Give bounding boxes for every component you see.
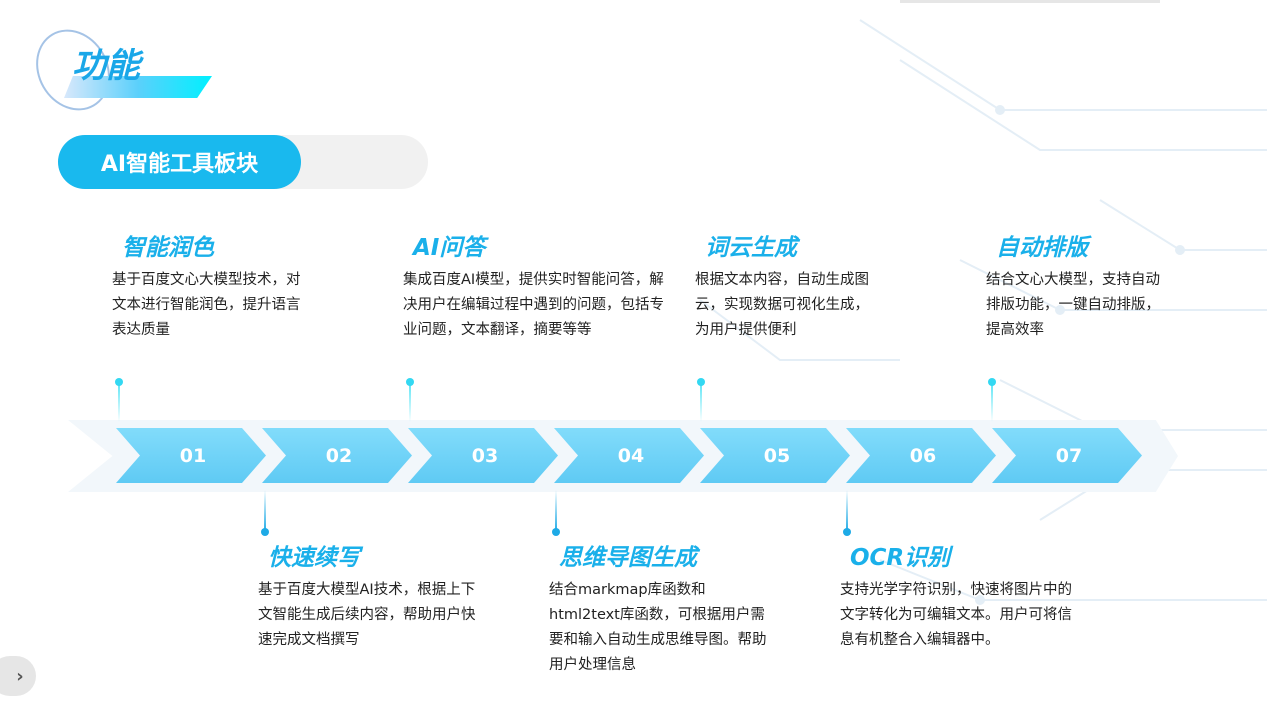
pin-down <box>261 490 269 536</box>
step-01: 01 <box>116 428 266 483</box>
pin-up <box>697 378 705 422</box>
feature-title: OCR识别 <box>850 545 951 571</box>
chevron-right-icon: › <box>16 665 24 687</box>
feature-mindmap: 思维导图生成结合markmap库函数和html2text库函数，可根据用户需要和… <box>549 538 774 678</box>
feature-title: 思维导图生成 <box>559 545 697 571</box>
step-04: 04 <box>554 428 704 483</box>
feature-layout: 自动排版结合文心大模型，支持自动排版功能，一键自动排版，提高效率 <box>986 228 1166 343</box>
feature-desc: 支持光学字符识别，快速将图片中的文字转化为可编辑文本。用户可将信息有机整合入编辑… <box>840 582 1072 648</box>
feature-ocr: OCR识别支持光学字符识别，快速将图片中的文字转化为可编辑文本。用户可将信息有机… <box>840 538 1075 653</box>
feature-desc: 基于百度文心大模型技术，对文本进行智能润色，提升语言表达质量 <box>112 272 301 338</box>
feature-polish: 智能润色基于百度文心大模型技术，对文本进行智能润色，提升语言表达质量 <box>112 228 302 343</box>
next-slide-button[interactable]: › <box>0 656 36 696</box>
feature-desc: 结合markmap库函数和html2text库函数，可根据用户需要和输入自动生成… <box>549 582 767 673</box>
feature-title: 智能润色 <box>122 235 214 261</box>
step-06: 06 <box>846 428 996 483</box>
feature-desc: 集成百度AI模型，提供实时智能问答，解决用户在编辑过程中遇到的问题，包括专业问题… <box>403 272 664 338</box>
step-07: 07 <box>992 428 1142 483</box>
feature-title: 自动排版 <box>996 235 1088 261</box>
feature-desc: 基于百度大模型AI技术，根据上下文智能生成后续内容，帮助用户快速完成文档撰写 <box>258 582 476 648</box>
feature-title: 词云生成 <box>705 235 797 261</box>
step-03: 03 <box>408 428 558 483</box>
pin-up <box>115 378 123 422</box>
feature-qa: AI问答集成百度AI模型，提供实时智能问答，解决用户在编辑过程中遇到的问题，包括… <box>403 228 678 343</box>
feature-desc: 结合文心大模型，支持自动排版功能，一键自动排版，提高效率 <box>986 272 1160 338</box>
top-edge <box>900 0 1160 3</box>
pin-up <box>988 378 996 422</box>
title-underline-decoration <box>64 76 212 98</box>
page-title: 功能 <box>72 46 140 86</box>
step-05: 05 <box>700 428 850 483</box>
pin-down <box>843 490 851 536</box>
feature-title: AI问答 <box>413 235 486 261</box>
feature-continue: 快速续写基于百度大模型AI技术，根据上下文智能生成后续内容，帮助用户快速完成文档… <box>258 538 488 653</box>
feature-title: 快速续写 <box>268 545 360 571</box>
feature-wordcloud: 词云生成根据文本内容，自动生成图云，实现数据可视化生成，为用户提供便利 <box>695 228 875 343</box>
section-label: AI智能工具板块 <box>58 135 301 189</box>
pin-down <box>552 490 560 536</box>
step-02: 02 <box>262 428 412 483</box>
feature-desc: 根据文本内容，自动生成图云，实现数据可视化生成，为用户提供便利 <box>695 272 869 338</box>
pin-up <box>406 378 414 422</box>
